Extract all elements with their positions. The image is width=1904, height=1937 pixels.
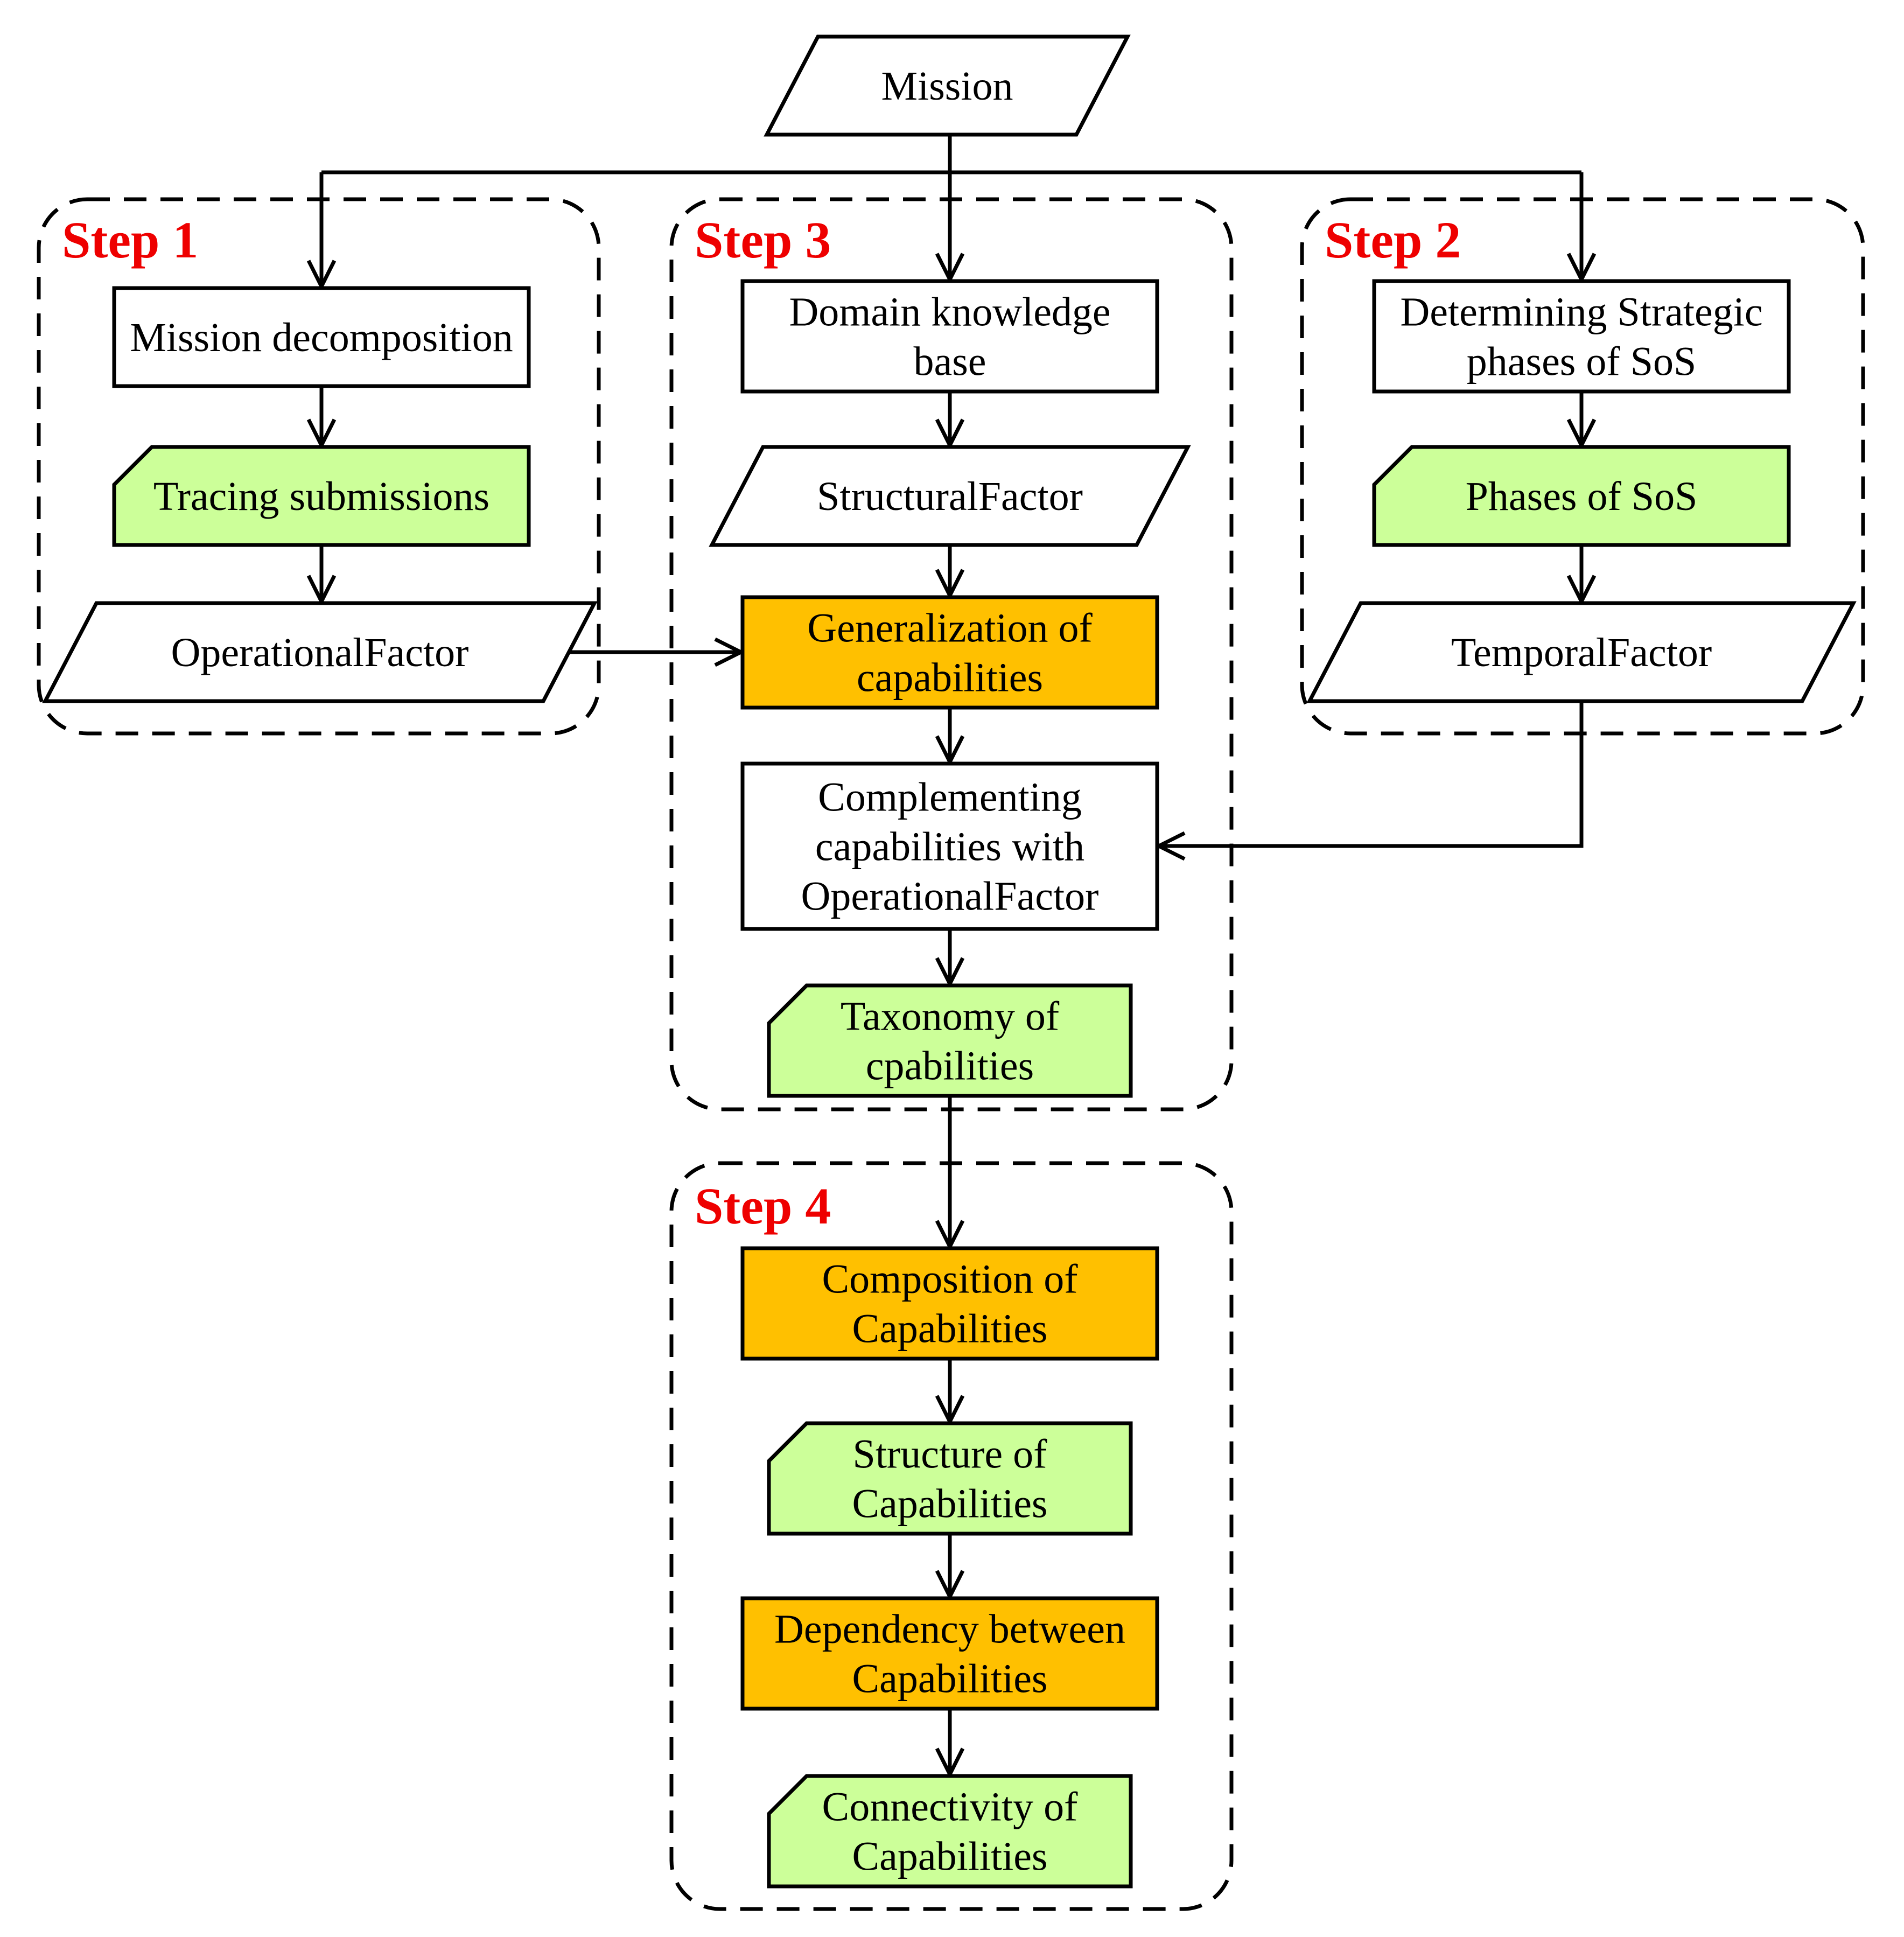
node-label: Dependency between xyxy=(774,1607,1125,1652)
step-label: Step 1 xyxy=(62,211,198,269)
step-dashed-border xyxy=(37,197,601,736)
node-label: Taxonomy of xyxy=(841,994,1060,1039)
node-label: Tracing submissions xyxy=(153,474,489,519)
card-shape xyxy=(112,445,531,547)
node-label: Capabilities xyxy=(852,1481,1047,1527)
connector-arrow xyxy=(1566,172,1597,284)
node-label: Generalization of xyxy=(807,606,1093,651)
node-label: capabilities with xyxy=(815,824,1084,870)
node-label: Capabilities xyxy=(852,1834,1047,1879)
data-parallelogram xyxy=(764,34,1131,137)
connector-arrow xyxy=(935,391,965,450)
connector-arrow xyxy=(935,172,965,284)
card-shape xyxy=(767,1421,1133,1536)
node-label: Capabilities xyxy=(852,1306,1047,1352)
node-label: Determining Strategic xyxy=(1400,290,1762,335)
step-label: Step 4 xyxy=(695,1177,831,1235)
node-label: capabilities xyxy=(857,655,1043,701)
node-label: Domain knowledge xyxy=(789,290,1110,335)
step-label: Step 2 xyxy=(1325,211,1461,269)
node-label: Mission decomposition xyxy=(130,315,513,360)
connector-arrow xyxy=(569,637,745,667)
node-mission: Mission xyxy=(764,34,1131,137)
process-box xyxy=(740,761,1159,931)
node-label: Connectivity of xyxy=(822,1785,1079,1830)
step-container: Step 1 xyxy=(37,197,601,736)
node-label: Composition of xyxy=(822,1257,1078,1302)
node-label: TemporalFactor xyxy=(1451,630,1712,675)
node-label: cpabilities xyxy=(866,1044,1034,1089)
connector-line xyxy=(1159,701,1584,848)
node-label: base xyxy=(913,339,986,384)
connector-arrow xyxy=(935,1534,965,1601)
connector-arrow xyxy=(306,172,337,291)
process-box xyxy=(1372,279,1791,394)
node-structural-factor: StructuralFactor xyxy=(709,445,1191,547)
connector-arrow xyxy=(306,386,337,450)
data-parallelogram xyxy=(1306,601,1857,703)
node-tracing-submissions: Tracing submissions xyxy=(112,445,531,547)
node-label: OperationalFactor xyxy=(801,874,1099,919)
connector-arrow xyxy=(935,1709,965,1779)
process-box xyxy=(740,1246,1159,1361)
node-operational-factor: OperationalFactor xyxy=(42,601,598,703)
process-box xyxy=(740,279,1159,394)
node-label: Phases of SoS xyxy=(1466,474,1698,519)
connectors xyxy=(306,135,1597,1779)
node-label: Structure of xyxy=(853,1432,1048,1477)
connector-arrow xyxy=(1566,545,1597,606)
card-shape xyxy=(767,983,1133,1098)
process-box xyxy=(740,595,1159,710)
connector-arrow xyxy=(1566,391,1597,450)
connector-arrow xyxy=(306,545,337,606)
node-temporal-factor: TemporalFactor xyxy=(1306,601,1857,703)
node-label: Capabilities xyxy=(852,1656,1047,1702)
node-mission-decomposition: Mission decomposition xyxy=(112,286,531,388)
connector-arrow xyxy=(935,929,965,988)
node-phases-of-sos: Phases of SoS xyxy=(1372,445,1791,547)
node-taxonomy-of-capabilities: Taxonomy of cpabilities xyxy=(767,983,1133,1098)
node-label: phases of SoS xyxy=(1467,339,1696,384)
data-parallelogram xyxy=(42,601,598,703)
mission-branch-bus xyxy=(321,135,1581,174)
connector-arrow xyxy=(935,545,965,600)
process-box xyxy=(112,286,531,388)
node-label: Complementing xyxy=(818,775,1082,820)
card-shape xyxy=(767,1774,1133,1889)
data-parallelogram xyxy=(709,445,1191,547)
connector-arrow xyxy=(1154,701,1584,861)
node-label: StructuralFactor xyxy=(817,474,1083,519)
step-label: Step 3 xyxy=(695,211,831,269)
connector-arrow xyxy=(935,708,965,766)
process-box xyxy=(740,1596,1159,1711)
card-shape xyxy=(1372,445,1791,547)
connector-arrow xyxy=(935,1096,965,1251)
connector-arrow xyxy=(935,1359,965,1426)
node-label: OperationalFactor xyxy=(171,630,469,675)
node-label: Mission xyxy=(881,64,1013,109)
